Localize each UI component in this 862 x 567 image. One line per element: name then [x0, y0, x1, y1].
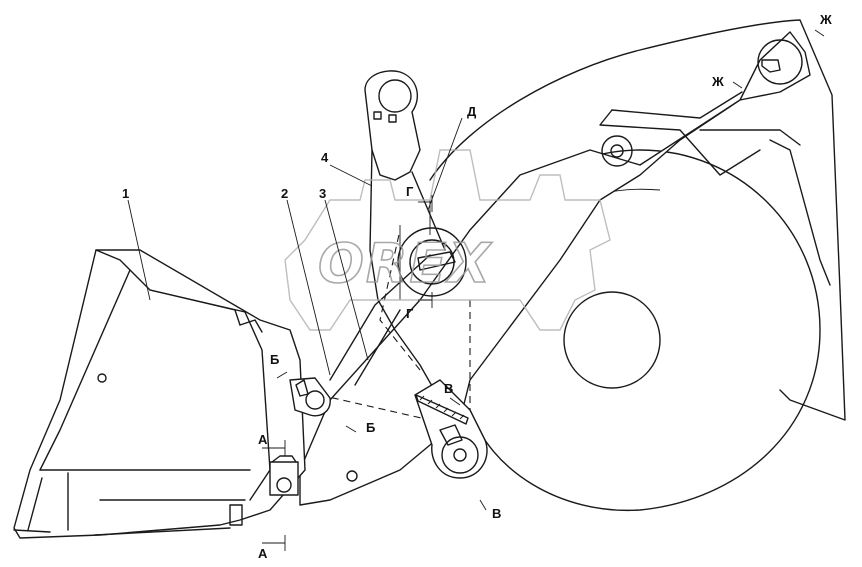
bucket-hinge-upper	[289, 377, 331, 417]
callout-2: 2	[281, 186, 288, 201]
section-zh-left-label: Ж	[711, 74, 724, 89]
section-v-top-label: В	[444, 381, 453, 396]
section-marks	[127, 29, 825, 551]
watermark: OREX	[284, 149, 611, 331]
section-a-top-label: А	[258, 432, 268, 447]
callout-1: 1	[122, 186, 129, 201]
labels: 1 2 3 4 Д Г Г Б Б В В А А Ж Ж	[122, 12, 832, 561]
callout-4: 4	[321, 150, 329, 165]
callout-3: 3	[319, 186, 326, 201]
rocker-lever	[364, 70, 446, 401]
boom-mid-pivot	[601, 135, 633, 167]
bucket-hinge-lower	[269, 455, 358, 496]
section-b-bottom-label: Б	[366, 420, 375, 435]
bucket-hole	[97, 373, 107, 383]
section-a-bottom-label: А	[258, 546, 268, 561]
section-v-bottom-label: В	[492, 506, 501, 521]
section-zh-right-label: Ж	[819, 12, 832, 27]
section-g-top-label: Г	[406, 184, 414, 199]
bucket-tooth-bracket	[229, 504, 243, 526]
machine-frame	[429, 19, 846, 421]
watermark-text: OREX	[318, 232, 492, 295]
rocker-bolt-1	[373, 111, 382, 120]
arm-bolt	[346, 470, 358, 482]
boom-top-pin-lock	[761, 59, 781, 73]
boom-top-pivot	[757, 39, 803, 85]
section-b-top-label: Б	[270, 352, 279, 367]
rocker-bolt-2	[388, 114, 397, 123]
section-g-bottom-label: Г	[406, 306, 414, 321]
section-d-label: Д	[467, 104, 477, 119]
bucket	[13, 249, 306, 539]
hatched-pin	[415, 394, 469, 425]
tilt-link	[369, 149, 441, 401]
watermark-gear-icon	[284, 149, 611, 331]
lower-bellcrank	[414, 379, 488, 479]
